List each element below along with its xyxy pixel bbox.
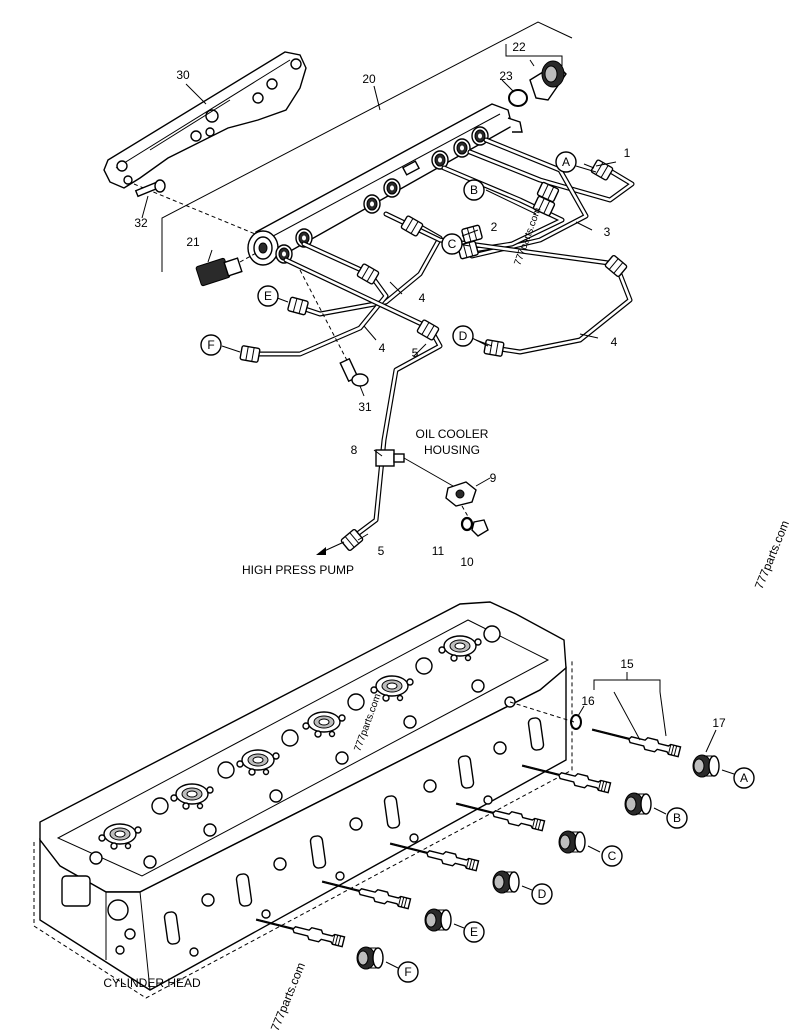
assembly-bracket xyxy=(161,21,573,272)
label-5b: 5 xyxy=(378,544,385,558)
label-4a: 4 xyxy=(419,291,426,305)
label-15: 15 xyxy=(620,657,634,671)
bracket-30 xyxy=(103,51,307,189)
label-4c: 4 xyxy=(611,335,618,349)
label-20: 20 xyxy=(362,72,376,86)
callout-d-bottom: D xyxy=(538,887,547,901)
label-22: 22 xyxy=(512,40,526,54)
clamp-9 xyxy=(445,481,489,537)
label-30: 30 xyxy=(176,68,190,82)
label-8: 8 xyxy=(351,443,358,457)
cylinder-head xyxy=(33,601,575,999)
fuel-pipes xyxy=(239,137,635,552)
label-3: 3 xyxy=(604,225,611,239)
label-21: 21 xyxy=(186,235,200,249)
bolt-31 xyxy=(299,269,369,387)
caption-cylinder-head: CYLINDER HEAD xyxy=(103,976,201,990)
callout-c-top: C xyxy=(448,237,457,251)
fuel-rail-20 xyxy=(247,103,523,266)
label-23: 23 xyxy=(499,69,513,83)
pressure-sensor-21 xyxy=(195,251,259,287)
callout-a-top: A xyxy=(562,155,570,169)
callout-c-bottom: C xyxy=(608,849,617,863)
arrow-high-press-pump xyxy=(316,541,345,555)
watermark-bottom: 777parts.com xyxy=(268,960,308,1033)
bolt-32 xyxy=(133,179,261,237)
callout-f-top: F xyxy=(207,338,214,352)
label-9: 9 xyxy=(490,471,497,485)
callout-f-bottom: F xyxy=(404,965,411,979)
caption-oil-cooler-line2: HOUSING xyxy=(424,443,480,457)
label-2: 2 xyxy=(491,220,498,234)
bottom-leaders xyxy=(577,672,717,753)
label-31: 31 xyxy=(358,400,372,414)
injectors-15 xyxy=(253,714,682,949)
caption-oil-cooler-line1: OIL COOLER xyxy=(416,427,489,441)
relief-valve-22 xyxy=(508,60,567,107)
label-16: 16 xyxy=(581,694,595,708)
callout-e-top: E xyxy=(264,289,272,303)
callout-e-bottom: E xyxy=(470,925,478,939)
watermark-right: 777parts.com xyxy=(752,518,792,591)
tee-fitting-8 xyxy=(375,449,461,491)
label-32: 32 xyxy=(134,216,148,230)
label-17: 17 xyxy=(712,716,726,730)
callout-b-bottom: B xyxy=(673,811,681,825)
label-10: 10 xyxy=(460,555,474,569)
label-4b: 4 xyxy=(379,341,386,355)
label-1: 1 xyxy=(624,146,631,160)
watermark-mid1: 777parts.com xyxy=(512,206,543,267)
leader-lines xyxy=(141,44,617,541)
callout-a-bottom: A xyxy=(740,771,748,785)
injector-sleeves-17 xyxy=(356,754,735,970)
callout-b-top: B xyxy=(470,183,478,197)
label-11: 11 xyxy=(432,544,445,558)
callout-circles xyxy=(200,151,755,983)
callout-d-top: D xyxy=(459,329,468,343)
label-5a: 5 xyxy=(412,346,419,360)
caption-high-press-pump: HIGH PRESS PUMP xyxy=(242,563,354,577)
